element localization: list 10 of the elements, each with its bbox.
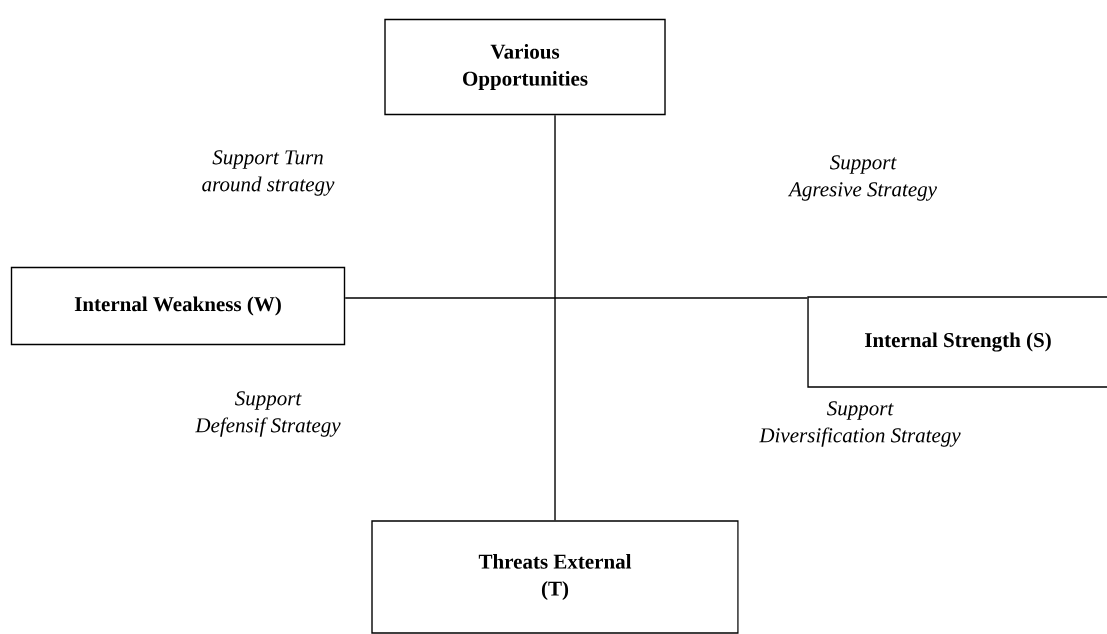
- quadrant-label: Support Defensif Strategy: [195, 391, 341, 437]
- connector-line: [554, 114, 556, 521]
- quadrant-label: Support Agresive Strategy: [787, 155, 937, 201]
- text-box: Internal Weakness (W): [10, 266, 346, 346]
- text-box: Internal Strength (S): [807, 296, 1107, 388]
- text-box: Threats External (T): [371, 520, 739, 634]
- quadrant-label: Support Diversification Strategy: [759, 401, 961, 447]
- text-box: Various Opportunities: [384, 18, 666, 116]
- connector-line: [344, 297, 808, 299]
- quadrant-label: Support Turn around strategy: [202, 150, 335, 196]
